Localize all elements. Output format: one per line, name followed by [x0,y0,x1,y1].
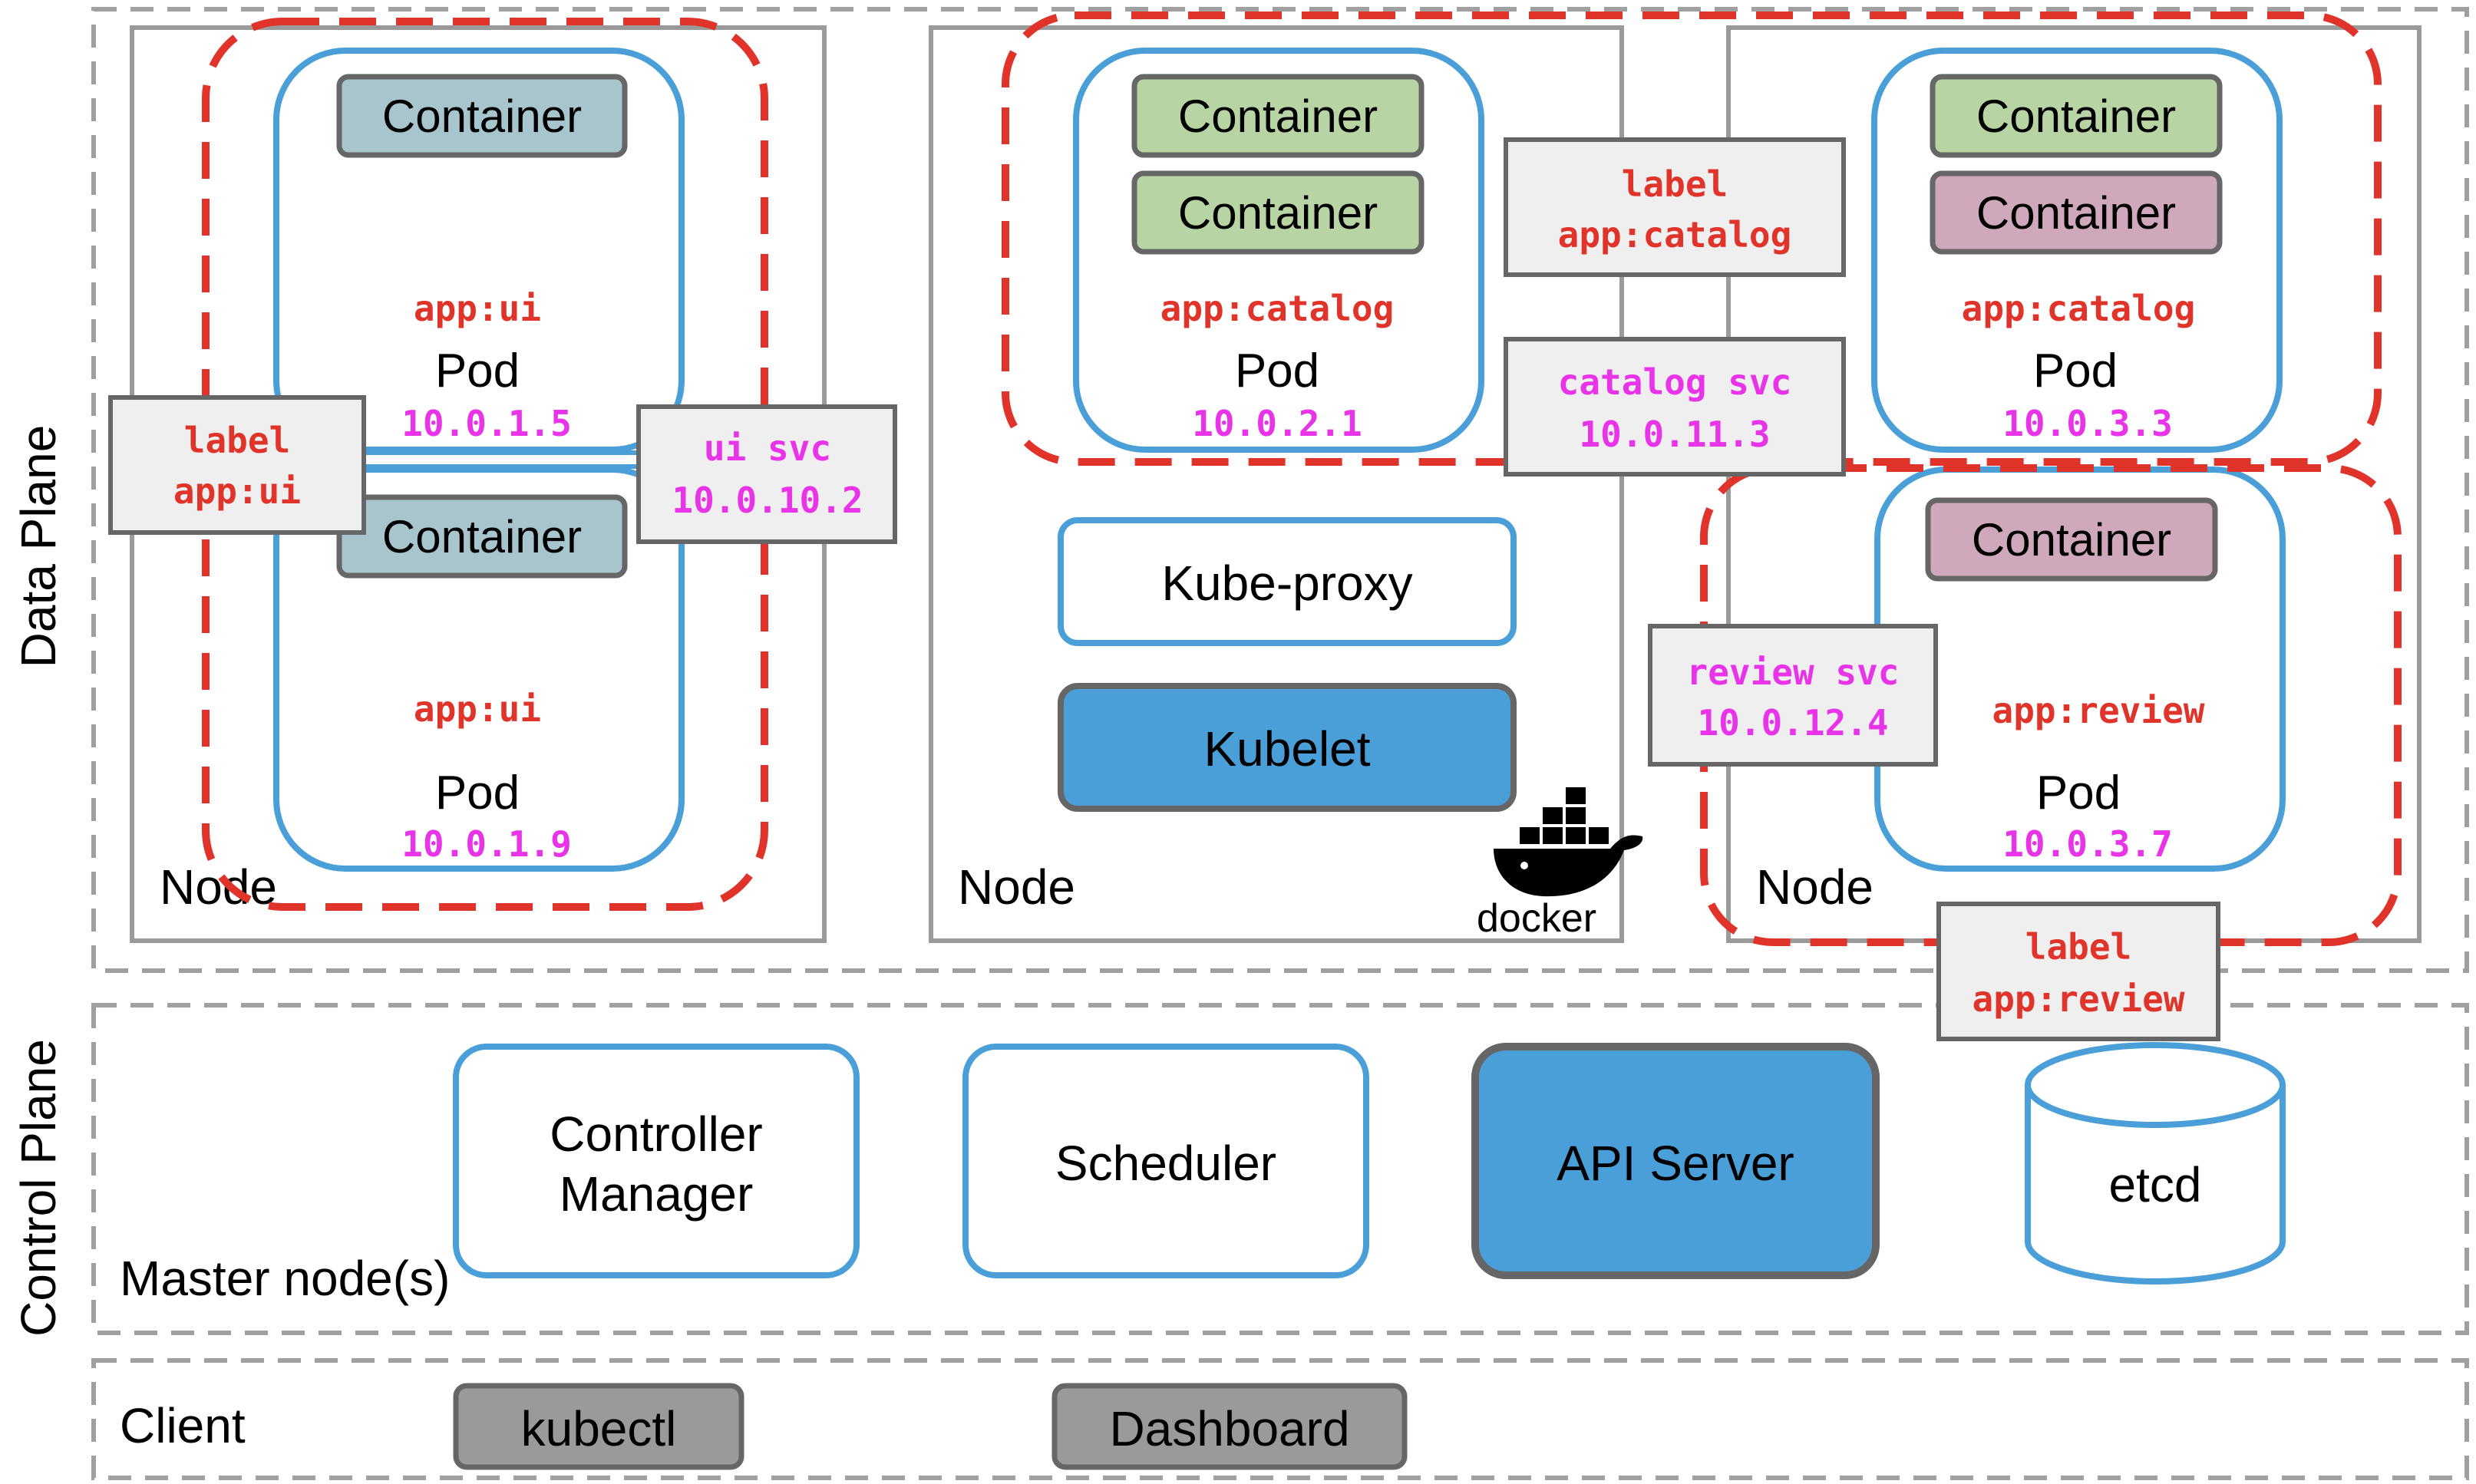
controller-manager-line2: Manager [560,1166,754,1222]
kube-proxy-label: Kube-proxy [1161,556,1412,611]
data-plane-title: Data Plane [11,425,66,668]
label-catalog-line2: app:catalog [1558,214,1792,256]
api-server-label: API Server [1557,1136,1794,1191]
ui-svc-box [636,404,897,544]
api-server-box [1471,1043,1880,1279]
review-svc-name: review svc [1687,651,1900,693]
controller-manager-line1: Controller [550,1106,762,1162]
container-catalog-2a-label: Container [1976,91,2176,142]
pod-ui-2-app-label: app:ui [414,688,541,730]
docker-wordmark: docker [1477,896,1596,941]
pod-catalog-2-app-label: app:catalog [1962,288,2196,329]
pod-ui-1-ip: 10.0.1.5 [401,403,572,444]
container-ui-2 [336,494,628,579]
kubelet-label: Kubelet [1203,721,1370,777]
pod-catalog-1-ip: 10.0.2.1 [1192,403,1362,444]
container-catalog-1a [1131,74,1425,158]
label-review-line2: app:review [1973,978,2185,1020]
node-label-1: Node [160,859,277,915]
dashboard-button[interactable] [1051,1383,1408,1470]
node-label-2: Node [958,859,1075,915]
catalog-svc-ip: 10.0.11.3 [1579,414,1770,455]
kubectl-label: kubectl [521,1401,677,1456]
ui-svc-ip: 10.0.10.2 [672,480,863,521]
etcd-database-icon [2025,1042,2286,1284]
label-catalog-line1: label [1622,163,1728,205]
pod-ui-1-title: Pod [435,345,520,397]
ui-selector-group [202,18,768,911]
master-nodes-label: Master node(s) [120,1251,450,1306]
container-ui-1-label: Container [382,91,582,142]
control-plane-title: Control Plane [11,1039,66,1337]
docker-logo-icon [1494,787,1643,897]
pod-catalog-1-app-label: app:catalog [1160,288,1395,329]
dashboard-label: Dashboard [1109,1401,1349,1456]
container-catalog-2a [1930,74,2223,158]
pod-catalog-1-title: Pod [1235,345,1319,397]
container-catalog-1b-label: Container [1178,187,1378,239]
review-svc-box [1648,624,1938,767]
label-review-box [1936,902,2220,1041]
container-catalog-1a-label: Container [1178,91,1378,142]
container-catalog-2b [1930,170,2223,255]
client-label: Client [120,1398,246,1453]
container-ui-1 [336,74,628,158]
pod-catalog-2-title: Pod [2033,345,2118,397]
label-ui-line2: app:ui [173,470,301,512]
pod-ui-2-ip: 10.0.1.9 [401,823,572,865]
container-catalog-1b [1131,170,1425,255]
label-ui-line1: label [184,420,290,461]
review-svc-ip: 10.0.12.4 [1697,702,1888,744]
container-catalog-2b-label: Container [1976,187,2176,239]
pod-review-ip: 10.0.3.7 [2002,823,2173,865]
catalog-selector-group [1002,12,2382,466]
container-review-label: Container [1972,514,2171,566]
kube-proxy-box [1058,517,1517,646]
data-plane-frame [91,7,2469,973]
label-review-line1: label [2025,926,2131,968]
pod-review-title: Pod [2036,767,2121,819]
label-ui-box [108,395,366,535]
label-catalog-box [1504,137,1846,277]
control-plane-frame [91,1003,2469,1335]
controller-manager-box [453,1044,860,1278]
catalog-svc-box [1504,337,1846,477]
pod-ui-2-title: Pod [435,767,520,819]
catalog-svc-name: catalog svc [1558,361,1792,403]
client-frame [91,1358,2469,1480]
pod-review-app-label: app:review [1992,690,2205,731]
pod-ui-1-app-label: app:ui [414,288,541,329]
ui-svc-name: ui svc [704,427,831,469]
kubectl-button[interactable] [453,1383,744,1470]
pod-catalog-2-ip: 10.0.3.3 [2002,403,2173,444]
node-label-3: Node [1756,859,1874,915]
kubelet-box [1058,683,1517,812]
etcd-label: etcd [2109,1157,2202,1212]
container-ui-2-label: Container [382,511,582,562]
container-review [1925,497,2218,582]
scheduler-box [962,1044,1369,1278]
scheduler-label: Scheduler [1055,1136,1276,1191]
